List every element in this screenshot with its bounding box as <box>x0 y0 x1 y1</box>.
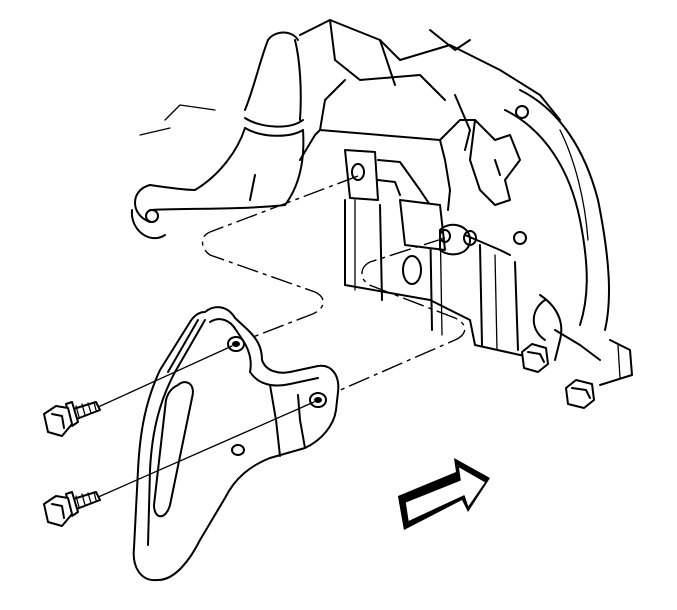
coolant-pipe <box>130 31 321 240</box>
bolt-upper <box>43 401 101 437</box>
block-bolt-1 <box>521 343 549 373</box>
bolt-lower <box>43 491 101 527</box>
bolt-guide-lines <box>95 345 315 499</box>
block-bolt-2 <box>565 379 595 409</box>
engine-block <box>299 19 633 386</box>
assembly-guide-lines <box>201 175 466 399</box>
bracket <box>132 306 340 582</box>
forward-arrow-icon <box>398 458 490 530</box>
